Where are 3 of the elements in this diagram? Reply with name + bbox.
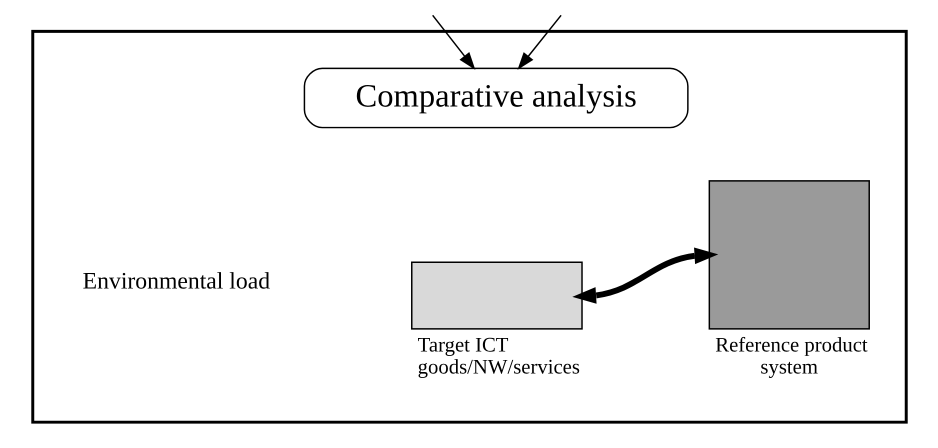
node-label: Reference product system [714, 334, 868, 379]
label: Environmental load [82, 268, 270, 295]
node-label: Target ICT goods/NW/services [417, 334, 580, 379]
